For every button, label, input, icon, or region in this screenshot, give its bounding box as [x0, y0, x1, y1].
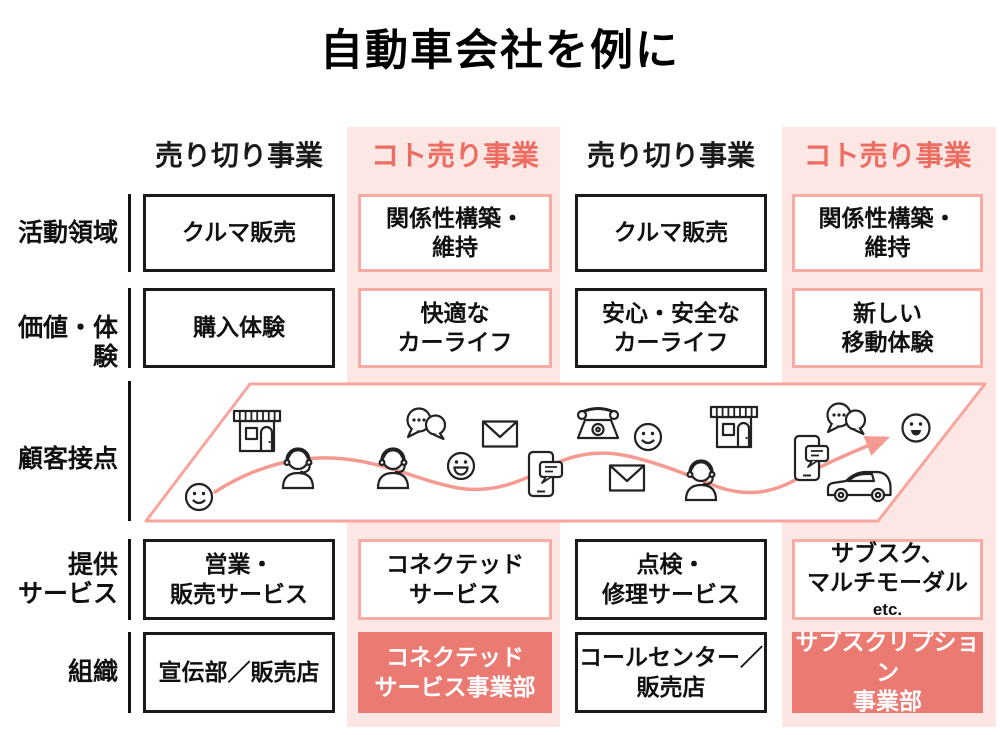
- cell-text: 関係性構築・ 維持: [386, 204, 524, 260]
- row-divider-line: [128, 194, 131, 272]
- cell-text: 宣伝部／販売店: [158, 658, 320, 685]
- cell-value-koto-2: 新しい 移動体験: [792, 288, 983, 368]
- row-label-value-experience: 価値・体験: [17, 314, 118, 371]
- cell-text: サブスクリプション 事業部: [795, 629, 980, 715]
- row-label-provided-services: 提供 サービス: [17, 551, 118, 608]
- column-header-sell-1: 売り切り事業: [154, 140, 323, 171]
- envelope-icon: [608, 464, 646, 492]
- cell-text: サブスク、 マルチモーダル: [807, 539, 968, 596]
- cell-text: 営業・ 販売サービス: [170, 551, 308, 607]
- column-header-koto-1: コト売り事業: [370, 140, 539, 171]
- cell-value-koto-1: 快適な カーライフ: [358, 288, 552, 368]
- page-title: 自動車会社を例に: [320, 27, 680, 75]
- row-divider-line: [128, 381, 131, 521]
- cell-activity-sell-2: クルマ販売: [575, 194, 767, 272]
- cell-service-sell-2: 点検・ 修理サービス: [575, 539, 767, 620]
- cell-value-sell-2: 安心・安全な カーライフ: [575, 288, 767, 368]
- cell-activity-koto-1: 関係性構築・ 維持: [358, 194, 552, 272]
- row-divider-line: [128, 288, 131, 368]
- cell-text: 関係性構築・ 維持: [818, 204, 957, 260]
- cell-service-koto-2: サブスク、 マルチモーダル etc.: [792, 539, 983, 620]
- row-label-customer-touchpoints: 顧客接点: [17, 445, 118, 473]
- column-header-sell-2: 売り切り事業: [586, 140, 755, 171]
- cell-activity-koto-2: 関係性構築・ 維持: [792, 194, 983, 272]
- store-icon: [232, 409, 282, 453]
- telephone-icon: [576, 407, 620, 440]
- cell-text: 点検・ 修理サービス: [602, 551, 740, 607]
- cell-text: 購入体験: [193, 314, 285, 341]
- row-label-activity-domain: 活動領域: [17, 219, 118, 247]
- cell-text: コネクテッド サービス: [386, 551, 524, 607]
- cell-text: 新しい 移動体験: [841, 299, 934, 355]
- cell-service-koto-1: コネクテッド サービス: [358, 539, 552, 620]
- row-divider-line: [128, 539, 131, 620]
- cell-text: コールセンター／ 販売店: [579, 644, 763, 700]
- row-divider-line: [128, 632, 131, 713]
- column-header-koto-2: コト売り事業: [803, 140, 972, 171]
- cell-service-sell-1: 営業・ 販売サービス: [143, 539, 335, 620]
- etc-label: etc.: [872, 599, 903, 619]
- cell-text: コネクテッド サービス事業部: [374, 644, 536, 700]
- cell-org-sell-2: コールセンター／ 販売店: [575, 632, 767, 713]
- cell-org-koto-1: コネクテッド サービス事業部: [358, 632, 552, 713]
- smiley-icon: [184, 482, 214, 512]
- row-label-organization: 組織: [67, 658, 118, 686]
- cell-text: クルマ販売: [181, 219, 297, 246]
- headset-agent-icon: [684, 459, 718, 502]
- cell-value-sell-1: 購入体験: [143, 288, 335, 368]
- cell-text: クルマ販売: [613, 219, 729, 246]
- headset-agent-icon: [281, 447, 315, 490]
- cell-text: 快適な カーライフ: [397, 299, 513, 355]
- smiley-icon: [633, 422, 663, 452]
- cell-text: 安心・安全な カーライフ: [602, 299, 740, 355]
- cell-org-koto-2: サブスクリプション 事業部: [792, 629, 983, 714]
- cell-org-sell-1: 宣伝部／販売店: [143, 632, 335, 713]
- cell-activity-sell-1: クルマ販売: [143, 194, 335, 272]
- store-icon: [709, 405, 759, 449]
